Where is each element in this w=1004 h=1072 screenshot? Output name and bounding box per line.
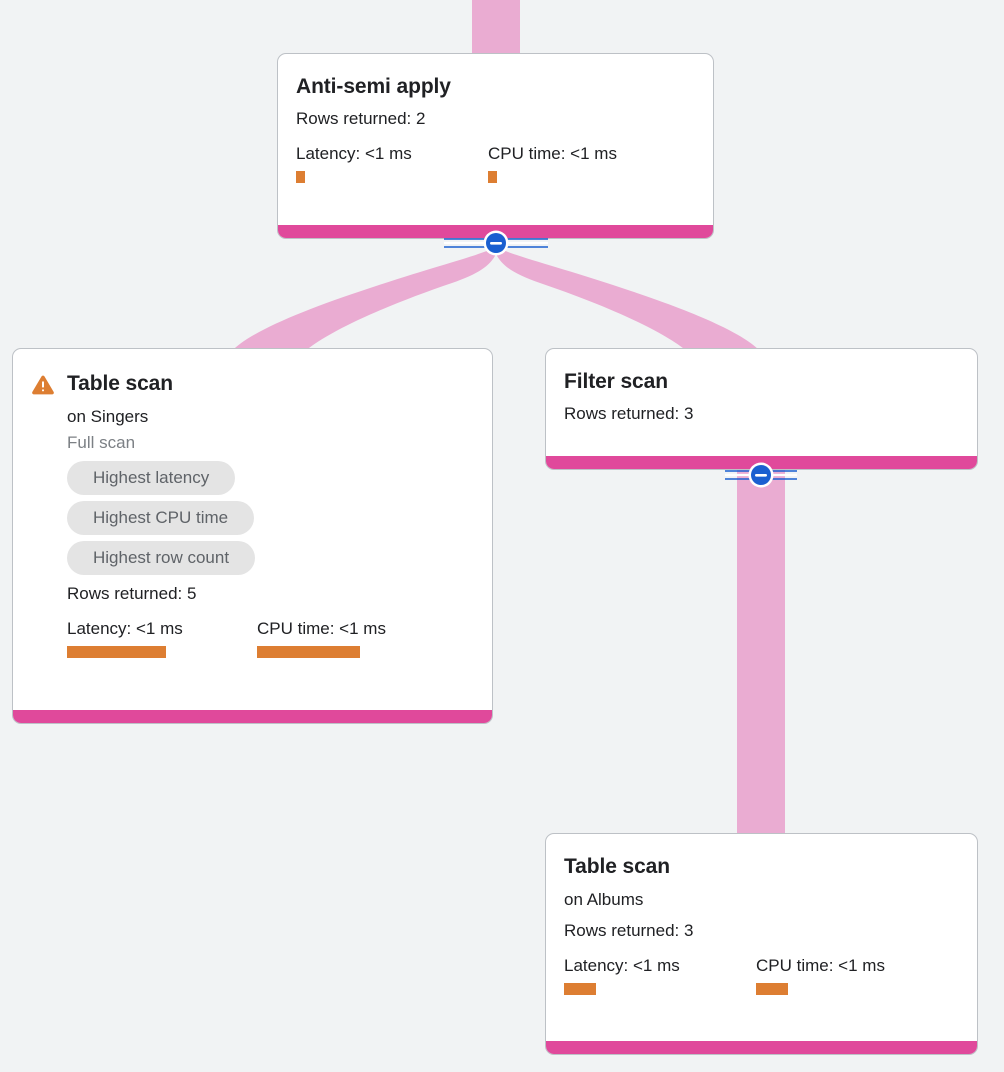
node-filter-scan[interactable]: Filter scan Rows returned: 3 bbox=[545, 348, 978, 470]
metric-cpu-time-bar bbox=[756, 983, 788, 995]
node-table-scan-singers-title-row: Table scan bbox=[31, 371, 474, 397]
node-table-scan-albums-title: Table scan bbox=[564, 855, 670, 878]
node-table-scan-singers-chips: Highest latency Highest CPU time Highest… bbox=[67, 461, 474, 575]
node-filter-scan-accent-bar bbox=[546, 456, 977, 469]
node-table-scan-singers-metrics: Latency: <1 ms CPU time: <1 ms bbox=[67, 618, 474, 658]
metric-cpu-time-bar bbox=[257, 646, 360, 658]
metric-cpu-time-label: CPU time: <1 ms bbox=[257, 619, 386, 638]
metric-cpu-time-bar bbox=[488, 171, 497, 183]
node-filter-scan-body: Filter scan Rows returned: 3 bbox=[546, 349, 977, 456]
metric-latency-bar bbox=[564, 983, 596, 995]
collapse-toggle-filter-scan[interactable] bbox=[725, 462, 797, 488]
chip-highest-cpu-time: Highest CPU time bbox=[67, 501, 255, 535]
edge-incoming-top bbox=[472, 0, 520, 54]
metric-latency-label: Latency: <1 ms bbox=[564, 956, 680, 975]
node-anti-semi-apply-body: Anti-semi apply Rows returned: 2 Latency… bbox=[278, 54, 713, 225]
metric-cpu-time-label: CPU time: <1 ms bbox=[488, 144, 617, 163]
node-table-scan-singers-scan-type: Full scan bbox=[67, 433, 136, 452]
node-filter-scan-title-row: Filter scan bbox=[564, 369, 959, 395]
node-table-scan-albums-body: Table scan on Albums Rows returned: 3 La… bbox=[546, 834, 977, 1041]
warning-triangle-icon bbox=[31, 373, 55, 397]
node-table-scan-singers-title: Table scan bbox=[67, 372, 173, 395]
metric-latency: Latency: <1 ms bbox=[564, 955, 756, 995]
node-table-scan-albums[interactable]: Table scan on Albums Rows returned: 3 La… bbox=[545, 833, 978, 1055]
node-table-scan-singers-rows-returned: Rows returned: 5 bbox=[67, 584, 197, 603]
node-table-scan-albums-rows-returned: Rows returned: 3 bbox=[564, 921, 694, 940]
node-table-scan-singers-body: Table scan on Singers Full scan Highest … bbox=[13, 349, 492, 710]
metric-latency-bar bbox=[296, 171, 305, 183]
edge-antisemi-to-filterscan bbox=[496, 250, 761, 352]
node-anti-semi-apply[interactable]: Anti-semi apply Rows returned: 2 Latency… bbox=[277, 53, 714, 239]
node-table-scan-singers[interactable]: Table scan on Singers Full scan Highest … bbox=[12, 348, 493, 724]
chip-highest-row-count: Highest row count bbox=[67, 541, 256, 575]
collapse-minus-icon[interactable] bbox=[725, 462, 797, 488]
node-anti-semi-apply-metrics: Latency: <1 ms CPU time: <1 ms bbox=[296, 143, 695, 183]
node-table-scan-albums-title-row: Table scan bbox=[564, 854, 959, 880]
node-table-scan-albums-accent-bar bbox=[546, 1041, 977, 1054]
chip-highest-latency: Highest latency bbox=[67, 461, 236, 495]
edge-antisemi-to-tablescan-singers bbox=[231, 250, 496, 352]
node-table-scan-albums-on-table: on Albums bbox=[564, 890, 644, 909]
node-table-scan-singers-on-table: on Singers bbox=[67, 407, 149, 426]
metric-latency: Latency: <1 ms bbox=[296, 143, 488, 183]
node-table-scan-singers-details: on Singers Full scan Highest latency Hig… bbox=[31, 404, 474, 658]
node-table-scan-albums-metrics: Latency: <1 ms CPU time: <1 ms bbox=[564, 955, 959, 995]
metric-latency: Latency: <1 ms bbox=[67, 618, 257, 658]
node-anti-semi-apply-rows-returned: Rows returned: 2 bbox=[296, 109, 426, 128]
node-anti-semi-apply-title-row: Anti-semi apply bbox=[296, 74, 695, 100]
collapse-minus-icon[interactable] bbox=[444, 230, 548, 256]
metric-cpu-time: CPU time: <1 ms bbox=[257, 618, 386, 658]
node-anti-semi-apply-title: Anti-semi apply bbox=[296, 75, 451, 98]
metric-cpu-time: CPU time: <1 ms bbox=[756, 955, 885, 995]
metric-cpu-time-label: CPU time: <1 ms bbox=[756, 956, 885, 975]
metric-latency-label: Latency: <1 ms bbox=[67, 619, 183, 638]
metric-cpu-time: CPU time: <1 ms bbox=[488, 143, 617, 183]
node-filter-scan-rows-returned: Rows returned: 3 bbox=[564, 404, 694, 423]
collapse-toggle-anti-semi-apply[interactable] bbox=[444, 230, 548, 256]
node-filter-scan-title: Filter scan bbox=[564, 370, 668, 393]
metric-latency-bar bbox=[67, 646, 166, 658]
metric-latency-label: Latency: <1 ms bbox=[296, 144, 412, 163]
node-table-scan-singers-accent-bar bbox=[13, 710, 492, 723]
edge-filterscan-to-tablescan-albums bbox=[737, 468, 785, 842]
